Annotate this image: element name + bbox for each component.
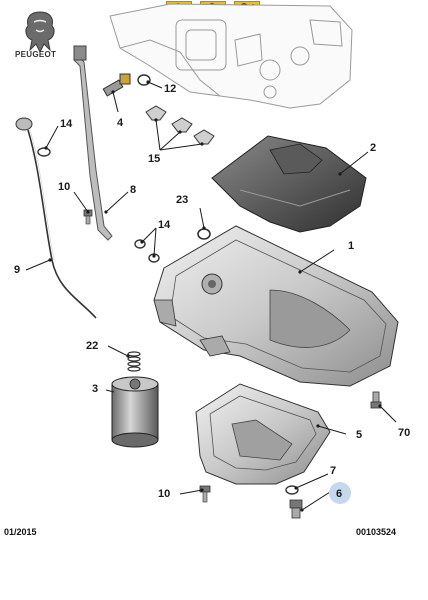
diagram-reference: 00103524 — [356, 527, 397, 537]
callout-10-upper[interactable]: 10 — [58, 181, 70, 193]
gasket-ring — [197, 228, 211, 240]
brand-name: PEUGEOT — [15, 50, 57, 59]
callout-3[interactable]: 3 — [92, 383, 98, 395]
seal-ring — [134, 239, 146, 249]
lower-oil-sump — [195, 383, 331, 485]
oil-level-sensor — [102, 73, 131, 97]
o-ring — [137, 74, 151, 86]
clips — [145, 105, 215, 145]
callout-9[interactable]: 9 — [14, 264, 20, 276]
oil-filter — [111, 376, 159, 448]
callout-22[interactable]: 22 — [86, 340, 98, 352]
lion-emblem-icon — [25, 11, 55, 54]
leader-lines — [25, 80, 397, 512]
drain-plug — [289, 499, 303, 519]
callout-4[interactable]: 4 — [117, 117, 124, 129]
dipstick-guide-tube — [73, 55, 113, 241]
callout-10-lower[interactable]: 10 — [158, 488, 170, 500]
callout-2[interactable]: 2 — [370, 142, 376, 154]
dipstick-handle — [73, 45, 87, 61]
callout-8[interactable]: 8 — [130, 184, 136, 196]
seal-ring — [37, 147, 51, 157]
callout-highlight — [329, 482, 351, 504]
callout-14-middle[interactable]: 14 — [158, 219, 171, 231]
peugeot-logo — [6, 8, 74, 66]
engine-block-outline — [109, 3, 353, 109]
upper-oil-sump — [153, 225, 399, 387]
callout-12[interactable]: 12 — [164, 83, 176, 95]
callout-1[interactable]: 1 — [348, 240, 354, 252]
bolt — [199, 485, 211, 503]
callout-7[interactable]: 7 — [330, 465, 336, 477]
drain-plug-washer — [285, 485, 299, 495]
filter-valve-spring — [127, 351, 141, 372]
callout-23[interactable]: 23 — [176, 194, 188, 206]
callout-labels: 1 2 3 4 5 6 7 8 9 10 10 12 14 14 15 22 2… — [14, 83, 410, 500]
oil-dipstick — [15, 117, 97, 319]
callout-14-left[interactable]: 14 — [60, 118, 73, 130]
callout-15[interactable]: 15 — [148, 153, 160, 165]
oil-baffle-plate — [211, 135, 367, 233]
callout-70[interactable]: 70 — [398, 427, 410, 439]
callout-6[interactable]: 6 — [336, 488, 342, 500]
revision-date: 01/2015 — [4, 527, 37, 537]
callout-5[interactable]: 5 — [356, 429, 362, 441]
